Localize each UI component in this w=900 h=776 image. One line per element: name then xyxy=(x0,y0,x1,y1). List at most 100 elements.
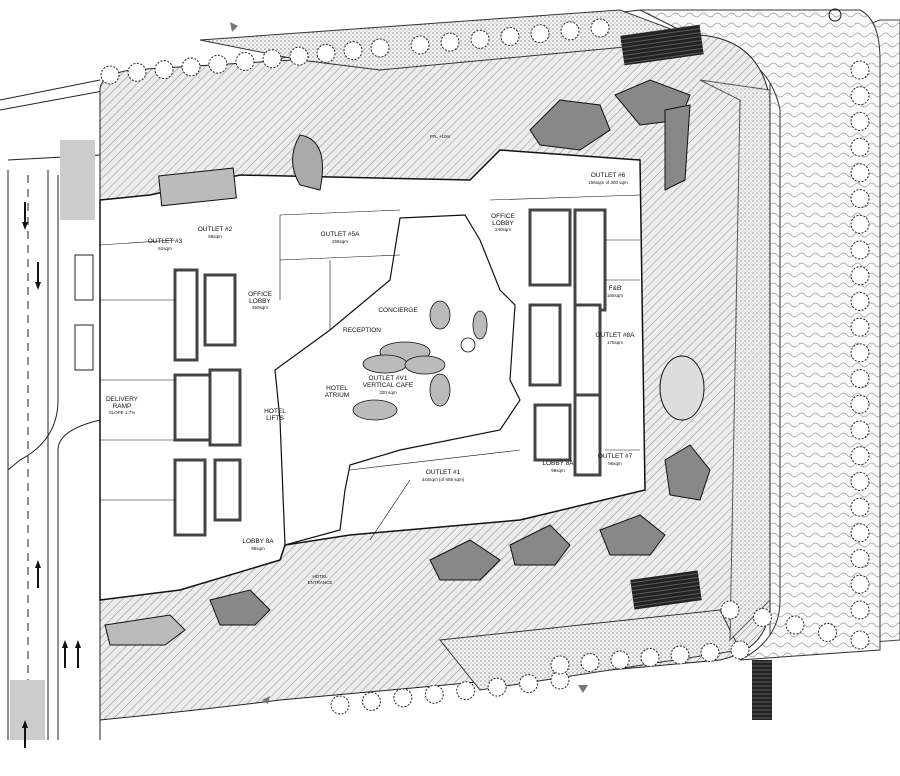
outlet-6-label: OUTLET #6 xyxy=(591,172,626,179)
tree xyxy=(850,266,870,286)
planter xyxy=(158,167,237,207)
tree xyxy=(343,41,363,61)
arrow-icon xyxy=(22,202,81,748)
tree xyxy=(850,291,870,311)
tree xyxy=(530,24,550,44)
outlet-2-area: 58sqm xyxy=(208,234,222,239)
sculpture xyxy=(292,134,323,191)
outlet-8a-area: 175sqm xyxy=(607,340,623,345)
tree xyxy=(850,111,870,131)
tree xyxy=(550,655,570,675)
tree xyxy=(610,650,630,670)
vehicle xyxy=(74,324,94,371)
hotel-entrance-sub: ENTRANCE xyxy=(308,580,333,585)
tree xyxy=(753,608,772,627)
tree xyxy=(850,446,870,466)
building-core xyxy=(173,208,607,537)
hotel-lifts-label: HOTEL xyxy=(264,408,286,415)
interior-walls xyxy=(99,194,641,541)
lobby-8a-east-label: LOBBY 8A xyxy=(542,460,574,467)
tree xyxy=(850,394,870,414)
outlet-1-label: OUTLET #1 xyxy=(426,469,461,476)
lobby-8a-west-label: LOBBY 8A xyxy=(242,538,274,545)
office-lobby-west-sub: LOBBY xyxy=(249,298,271,305)
reception-label: RECEPTION xyxy=(343,327,381,334)
tree xyxy=(850,214,870,234)
tree xyxy=(850,60,870,80)
outlet-7-label: OUTLET #7 xyxy=(598,453,633,460)
tree xyxy=(500,27,520,46)
tree xyxy=(208,54,228,74)
tree xyxy=(640,648,660,667)
outlet-v1-label: OUTLET #V1 xyxy=(369,375,408,382)
hotel-atrium-void xyxy=(274,214,521,546)
tree xyxy=(361,691,381,711)
paving xyxy=(699,79,771,642)
vehicle xyxy=(74,254,94,301)
tree xyxy=(850,163,870,183)
tree xyxy=(560,21,580,41)
hotel-atrium-sub: ATRIUM xyxy=(325,392,349,399)
tree xyxy=(519,674,539,694)
feature-planter xyxy=(659,355,705,421)
atrium-pod xyxy=(352,300,488,421)
tree xyxy=(850,86,870,106)
tree xyxy=(410,35,430,55)
lobby-8a-west-area: 96sqm xyxy=(251,546,265,551)
tree xyxy=(100,65,120,85)
tree xyxy=(440,32,460,52)
tree xyxy=(154,60,174,80)
office-lobby-east-label: OFFICE xyxy=(491,213,515,220)
outlet-3-area: 61sqm xyxy=(158,246,172,251)
tree xyxy=(670,645,690,665)
tree xyxy=(235,52,255,71)
delivery-ramp-sub: RAMP xyxy=(113,403,132,410)
office-lobby-west-area: 360sqm xyxy=(252,305,268,310)
tree xyxy=(850,240,870,260)
outlet-5a-area: 258sqm xyxy=(332,239,348,244)
outlet-v1-area: 320 sqm xyxy=(379,390,397,395)
fnb-area: 165sqm xyxy=(607,293,623,298)
delivery-ramp-label: DELIVERY xyxy=(106,396,139,403)
tree xyxy=(850,137,870,157)
outlet-7-area: 95sqm xyxy=(608,461,622,466)
grating xyxy=(630,570,702,610)
tree xyxy=(262,49,282,69)
lobby-8a-east-area: 98sqm xyxy=(551,468,565,473)
tree xyxy=(850,317,870,337)
tree xyxy=(720,600,740,620)
tree xyxy=(850,343,870,363)
tree xyxy=(181,57,201,77)
planter xyxy=(104,79,711,646)
tree xyxy=(424,684,444,704)
level-tag: FFL +10m xyxy=(430,134,451,139)
tree xyxy=(818,623,837,642)
outlet-3-label: OUTLET #3 xyxy=(148,238,183,245)
office-lobby-west-label: OFFICE xyxy=(248,291,272,298)
hotel-atrium-label: HOTEL xyxy=(326,385,348,392)
tree xyxy=(785,615,805,635)
fnb-label: F&B xyxy=(609,285,622,292)
outlet-8a-label: OUTLET #8A xyxy=(596,332,636,339)
outlet-v1-sub: VERTICAL CAFE xyxy=(363,382,414,389)
hotel-lifts-sub: LIFTS xyxy=(266,415,284,422)
compass-icon xyxy=(828,8,842,22)
tree xyxy=(850,549,870,569)
tree xyxy=(590,18,610,38)
concierge-label: CONCIERGE xyxy=(378,307,418,314)
delivery-ramp-area: SLOPE 1:7% xyxy=(109,410,136,415)
space-labels: OUTLET #5A 258sqm OUTLET #V1 VERTICAL CA… xyxy=(106,134,635,585)
tree xyxy=(456,681,476,701)
tree xyxy=(850,574,870,594)
outlet-6-area: 156sqm of 300 sqm xyxy=(588,180,628,185)
tree xyxy=(127,62,147,82)
tree xyxy=(580,653,600,672)
outlet-1-area: 444sqm (of 658 sqm) xyxy=(422,477,465,482)
tree xyxy=(487,677,507,697)
tree xyxy=(850,369,870,389)
tree xyxy=(700,643,720,662)
outlet-2-label: OUTLET #2 xyxy=(198,226,233,233)
outlet-5a-label: OUTLET #5A xyxy=(321,231,361,238)
